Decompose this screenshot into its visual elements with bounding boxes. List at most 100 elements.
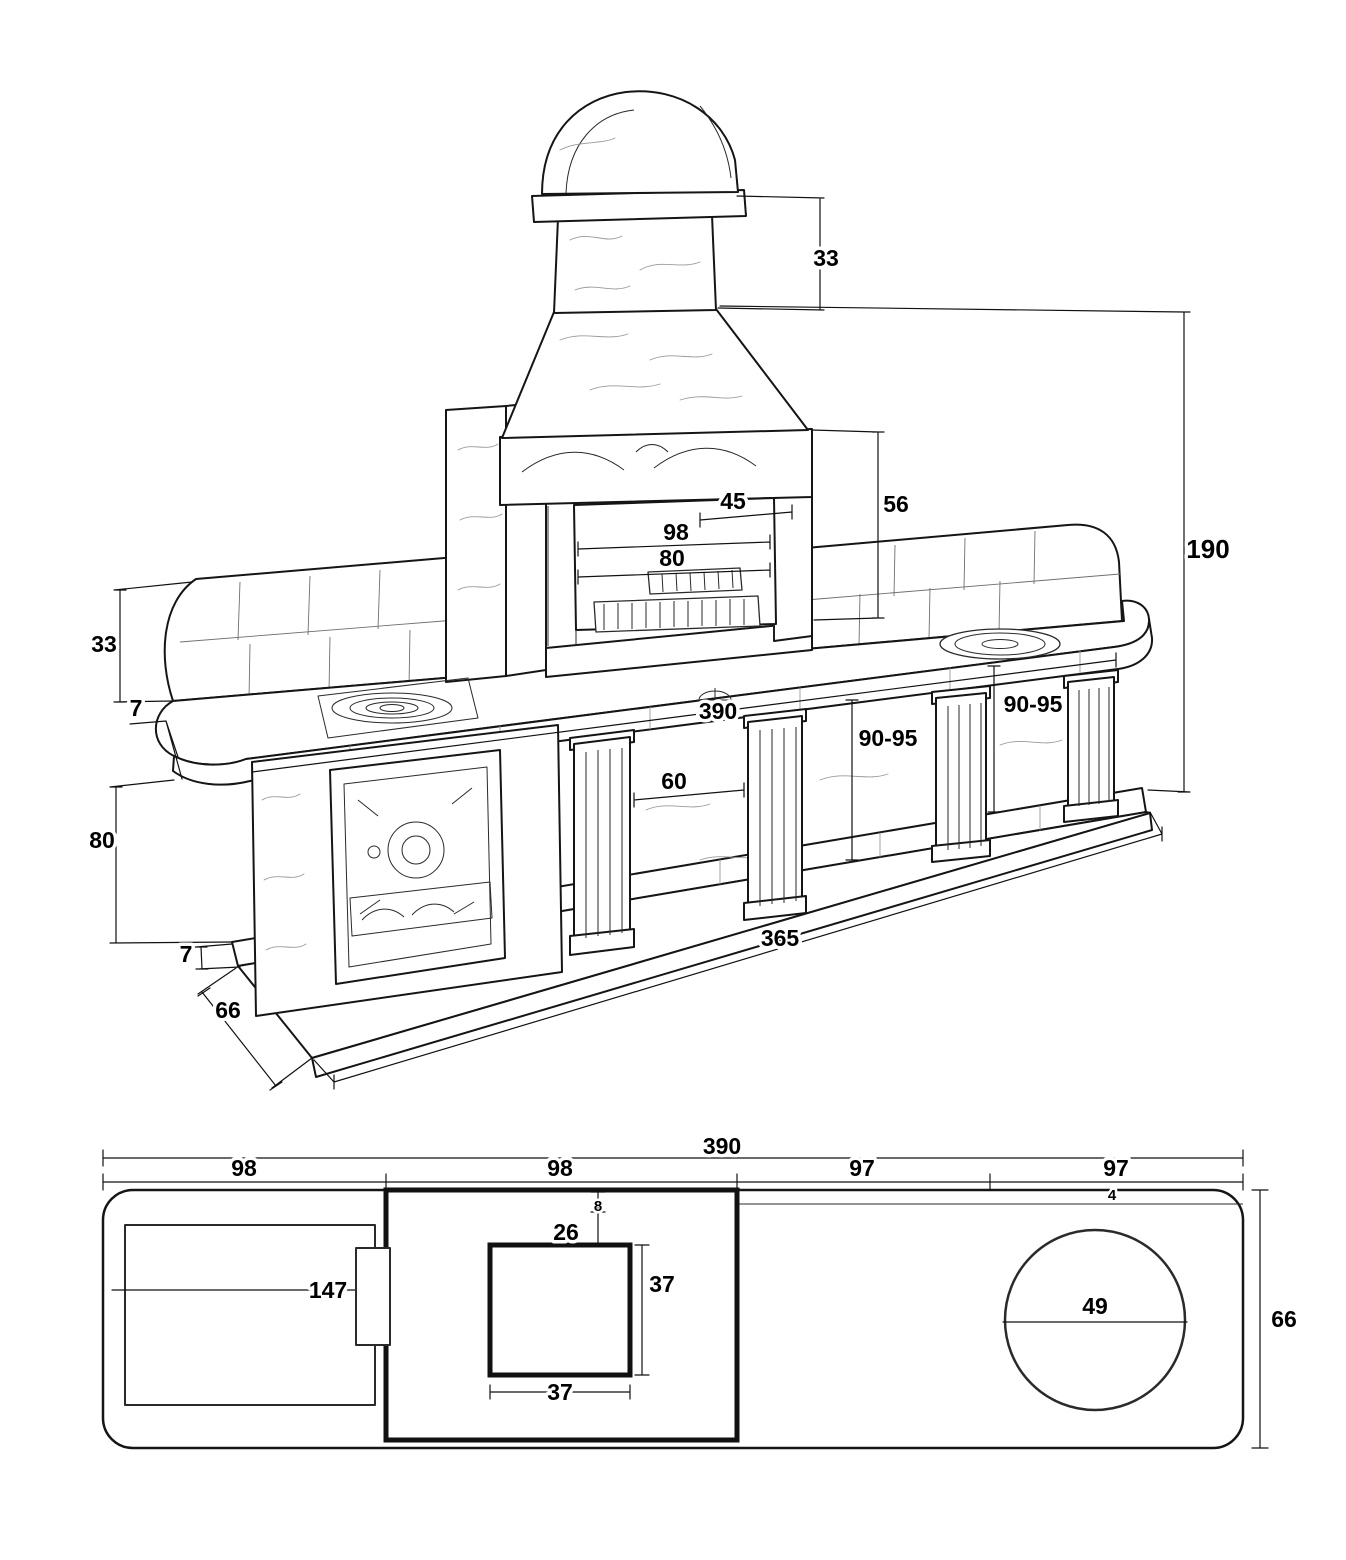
column-4-flutes (1078, 687, 1110, 806)
column-4 (1063, 669, 1119, 823)
plan-dim-grill-depth: 37 (634, 1244, 678, 1376)
hood-texture (559, 333, 743, 401)
oven-door-frame (329, 749, 506, 985)
stove-ring-3 (365, 701, 419, 715)
dim-chimney-top: 33 (717, 195, 842, 311)
dim-worktop-thickness-label: 7 (130, 695, 143, 721)
dim-niche-width-label: 60 (661, 768, 687, 794)
dim-worktop-length-label: 390 (699, 698, 737, 724)
dim-base-depth-lines (197, 967, 313, 1091)
chimney-cap (541, 90, 739, 195)
plan-rim-offset-label: 4 (1108, 1187, 1117, 1204)
plan-dim-depth-lines (1251, 1189, 1269, 1449)
dimensions-perspective: 33 190 45 98 80 56 (86, 195, 1233, 1091)
dim-base-slab-thickness-lines (194, 943, 241, 970)
plan-dim-depth-label: 66 (1271, 1306, 1297, 1332)
dim-clearance-right: 90-95 (987, 665, 1066, 813)
grill-pillar-front (445, 405, 507, 683)
oven-door-medallion (387, 821, 445, 879)
stove-plate (317, 677, 479, 739)
column-4-shaft (1067, 676, 1115, 818)
chimney-stack-texture (569, 235, 701, 291)
plan-dim-total-lines (102, 1149, 1244, 1167)
plan-dim-seg3-label: 97 (849, 1155, 875, 1181)
dim-hearth-to-hood-label: 56 (883, 491, 909, 517)
base-step-face (311, 812, 1153, 1078)
chimney-cap-inner-arc (565, 105, 732, 194)
dim-hood-mouth: 45 (699, 485, 793, 528)
dim-base-length-lines (313, 811, 1163, 1090)
column-4-base (1063, 799, 1119, 823)
mantel-arches (521, 444, 757, 473)
column-3 (931, 685, 991, 863)
plan-dim-grill-width-lines (489, 1384, 631, 1400)
dim-base-depth-label: 66 (215, 997, 241, 1023)
grill-module (445, 90, 813, 683)
dim-firebox-height-lines (577, 562, 771, 585)
plan-dim-grill-depth-lines (634, 1244, 650, 1376)
grill-rack-bars (661, 569, 734, 593)
dim-firebox-width: 98 (577, 516, 771, 557)
worktop-accessories (317, 628, 1061, 739)
plan-tool-bracket (355, 1247, 391, 1346)
dim-splashback-height-lines (113, 581, 193, 703)
column-3-flutes (947, 703, 982, 850)
column-1 (569, 729, 635, 956)
plan-dim-grill-width-label: 37 (547, 1379, 573, 1405)
dim-clearance-right-label: 90-95 (1004, 691, 1063, 717)
dim-hood-mouth-lines (699, 504, 793, 528)
dim-base-slab-thickness-label: 7 (180, 941, 193, 967)
plan-grill-module (383, 1187, 740, 1443)
dim-total-height-label: 190 (1186, 534, 1229, 564)
backsplash-left-joints (179, 569, 457, 700)
sink-rim (939, 628, 1061, 660)
backsplash (163, 523, 1123, 702)
dim-worktop-length: 390 (251, 652, 1117, 780)
plan-grill-opening (487, 1242, 633, 1378)
dim-niche-width-lines (633, 782, 745, 808)
dim-understructure-height-label: 80 (89, 827, 115, 853)
dim-firebox-height-label: 80 (659, 545, 685, 571)
plan-sink-circle (1003, 1228, 1187, 1412)
plan-dim-segments: 98 98 97 97 (102, 1152, 1244, 1191)
dim-firebox-width-lines (577, 534, 771, 557)
plan-dim-grill-offsets: 8 26 (550, 1191, 606, 1249)
oven-door-medallion-inner (401, 835, 431, 865)
backsplash-right-joints (805, 530, 1121, 646)
hood (501, 308, 809, 439)
dim-base-length-label: 365 (761, 925, 800, 951)
oven-door-inner-frame (343, 766, 492, 968)
stove-ring-4 (379, 704, 405, 712)
stove-ring-2 (349, 697, 435, 719)
firebox-right-jamb (773, 493, 813, 642)
chimney-cap-texture (559, 137, 616, 151)
oven-door-handle (367, 845, 381, 859)
plan-dim-offset-lines (590, 1191, 606, 1246)
chimney-rim (531, 189, 747, 223)
plan-dim-back-gap-label: 8 (594, 1198, 602, 1215)
column-1-flutes (585, 748, 623, 938)
plan-sink-diameter-label: 49 (1082, 1293, 1108, 1319)
dim-hearth-to-hood: 56 (811, 429, 912, 621)
column-3-base (931, 839, 991, 863)
dim-worktop-length-lines (251, 652, 1117, 780)
dim-splashback-height-label: 33 (91, 631, 117, 657)
sink-bowl (954, 632, 1046, 656)
support-columns (569, 669, 1119, 956)
stove-ring-1 (331, 692, 453, 724)
grate-hatch (603, 599, 745, 630)
dim-base-length: 365 (313, 811, 1163, 1090)
oven-door-bottom-band (349, 881, 493, 937)
firebox-jamb-lines (547, 506, 775, 646)
dim-worktop-thickness: 7 (126, 692, 183, 780)
plan-dim-grill-depth-label: 37 (649, 1271, 675, 1297)
dim-clearance-mid-lines (845, 699, 859, 861)
plan-view: 390 98 98 97 97 4 147 8 26 37 (101, 1130, 1300, 1450)
plan-dim-grill-width: 37 (489, 1376, 631, 1409)
perspective-view: 33 190 45 98 80 56 (86, 90, 1233, 1091)
dim-base-depth: 66 (197, 967, 313, 1091)
charcoal-grate (593, 595, 761, 633)
dim-hearth-to-hood-lines (811, 429, 885, 621)
